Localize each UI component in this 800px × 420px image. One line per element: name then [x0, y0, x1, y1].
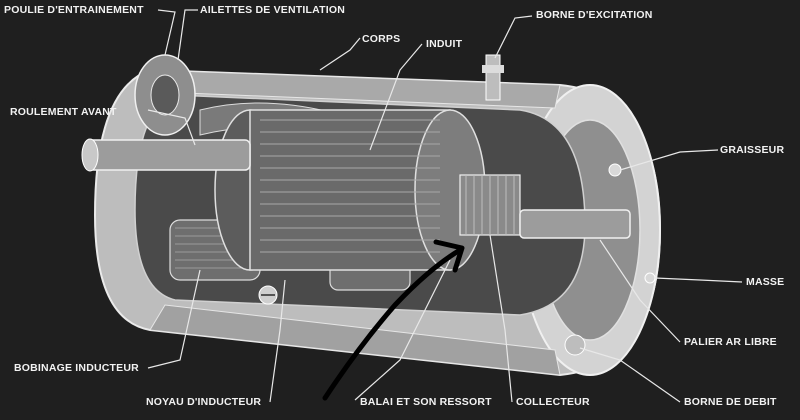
label-roulement-avant: ROULEMENT AVANT	[10, 106, 117, 118]
leader-poulie	[157, 9, 176, 56]
label-borne-excitation: BORNE D'EXCITATION	[536, 9, 653, 21]
label-corps: CORPS	[362, 33, 401, 45]
leader-borne-excitation	[494, 15, 533, 59]
ground-bolt	[644, 272, 656, 284]
leader-graisseur	[619, 149, 719, 171]
label-palier-ar-libre: PALIER AR LIBRE	[684, 336, 777, 348]
drive-pulley	[134, 54, 196, 136]
label-induit: INDUIT	[426, 38, 463, 50]
label-poulie-entrainement: POULIE D'ENTRAINEMENT	[4, 4, 144, 16]
leader-lines	[147, 9, 743, 403]
label-ailettes-ventilation: AILETTES DE VENTILATION	[200, 4, 345, 16]
label-balai-ressort: BALAI ET SON RESSORT	[360, 396, 492, 408]
label-bobinage-inducteur: BOBINAGE INDUCTEUR	[14, 362, 139, 374]
leader-bobinage	[147, 269, 201, 369]
label-collecteur: COLLECTEUR	[516, 396, 590, 408]
field-core-screw	[258, 285, 278, 305]
label-graisseur: GRAISSEUR	[720, 144, 785, 156]
grease-nipple	[608, 163, 622, 177]
label-masse: MASSE	[746, 276, 785, 288]
leader-borne-debit	[579, 347, 681, 403]
leader-induit	[369, 43, 423, 151]
shaft	[81, 138, 631, 239]
leader-collecteur	[489, 234, 513, 403]
annotation-arrow	[322, 239, 465, 401]
leader-palier	[599, 239, 681, 343]
label-borne-debit: BORNE DE DEBIT	[684, 396, 777, 408]
leader-ailettes	[177, 9, 198, 61]
leader-roulement	[147, 109, 196, 146]
excitation-terminal	[482, 54, 504, 101]
leader-corps	[319, 37, 361, 71]
output-terminal	[564, 334, 586, 356]
label-noyau-inducteur: NOYAU D'INDUCTEUR	[146, 396, 262, 408]
leader-masse	[654, 277, 743, 283]
commutator	[459, 174, 521, 236]
leader-balai	[354, 259, 451, 401]
leader-noyau	[269, 279, 286, 403]
